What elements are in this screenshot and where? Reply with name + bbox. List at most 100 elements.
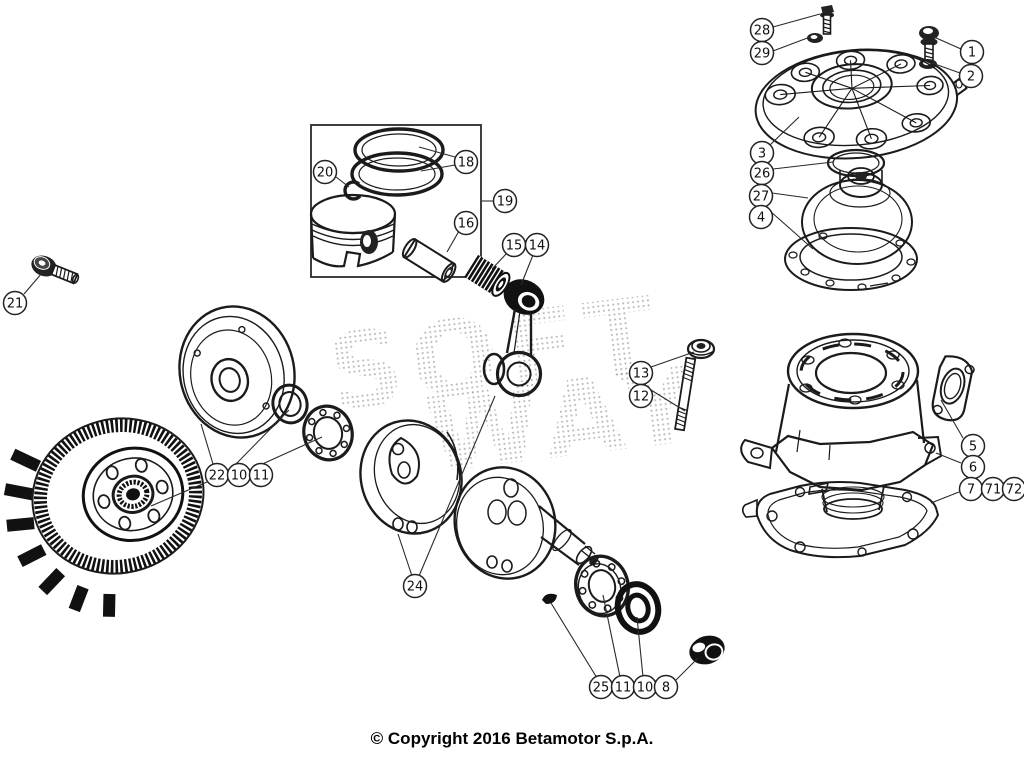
part-bolt-21 bbox=[31, 255, 80, 285]
watermark: SOFT WAY bbox=[321, 273, 712, 498]
leader-line bbox=[931, 62, 961, 74]
callout-14-conrod-small-end[interactable]: 14 bbox=[524, 232, 550, 258]
part-insert-flange bbox=[784, 227, 918, 291]
part-nut-13 bbox=[686, 338, 716, 360]
leader-line bbox=[520, 254, 534, 286]
part-crank-web-left bbox=[359, 419, 463, 535]
leader-line bbox=[602, 594, 621, 678]
leader-line bbox=[420, 164, 456, 172]
leader-line bbox=[418, 395, 496, 577]
callout-16-gudgeon-pin[interactable]: 16 bbox=[453, 210, 479, 236]
callout-71-base-gasket-variant[interactable]: 71 bbox=[980, 476, 1006, 502]
part-bearing-upper bbox=[302, 404, 354, 462]
svg-text:24: 24 bbox=[407, 580, 424, 595]
svg-text:15: 15 bbox=[506, 239, 523, 254]
part-woodruff-key bbox=[542, 593, 557, 604]
callout-22-clutch-basket[interactable]: 22 bbox=[204, 462, 230, 488]
svg-text:72: 72 bbox=[1006, 483, 1023, 498]
callout-25-woodruff-key[interactable]: 25 bbox=[588, 674, 614, 700]
callout-10-seal[interactable]: 10 bbox=[226, 462, 252, 488]
leader-line bbox=[636, 616, 644, 678]
part-piston bbox=[309, 193, 397, 268]
svg-text:21: 21 bbox=[7, 297, 24, 312]
leader-line bbox=[335, 176, 350, 188]
callout-11-bearing[interactable]: 11 bbox=[248, 462, 274, 488]
svg-text:14: 14 bbox=[529, 239, 546, 254]
part-circlip bbox=[343, 180, 362, 201]
part-o-ring bbox=[826, 148, 886, 178]
callout-6-cylinder[interactable]: 6 bbox=[960, 454, 986, 480]
leader-line bbox=[650, 351, 695, 368]
leader-line bbox=[23, 272, 43, 295]
svg-text:5: 5 bbox=[969, 440, 977, 455]
callout-18-piston-rings[interactable]: 18 bbox=[453, 149, 479, 175]
part-washer-29 bbox=[807, 33, 823, 43]
svg-text:11: 11 bbox=[615, 681, 632, 696]
callout-26-o-ring[interactable]: 26 bbox=[749, 160, 775, 186]
part-needle-bearing bbox=[464, 254, 511, 297]
part-cylinder-head-cover bbox=[754, 48, 968, 160]
svg-text:27: 27 bbox=[753, 190, 770, 205]
callout-7-base-gasket[interactable]: 7 bbox=[958, 476, 984, 502]
part-seal-upper bbox=[271, 383, 309, 425]
callout-2-washer[interactable]: 2 bbox=[958, 63, 984, 89]
callout-5-exhaust-flange[interactable]: 5 bbox=[960, 433, 986, 459]
part-base-gasket bbox=[741, 481, 940, 559]
callout-72-base-gasket-variant[interactable]: 72 bbox=[1001, 476, 1024, 502]
callout-27-head-insert[interactable]: 27 bbox=[748, 183, 774, 209]
svg-text:20: 20 bbox=[317, 166, 334, 181]
callout-28-screw[interactable]: 28 bbox=[749, 17, 775, 43]
leader-line bbox=[397, 533, 413, 577]
leader-line bbox=[491, 252, 508, 270]
svg-text:11: 11 bbox=[253, 469, 270, 484]
leader-line bbox=[935, 452, 962, 464]
callout-15-needle-bearing[interactable]: 15 bbox=[501, 232, 527, 258]
leader-line bbox=[772, 36, 811, 52]
svg-text:2: 2 bbox=[967, 70, 975, 85]
leader-line bbox=[771, 192, 809, 199]
svg-text:26: 26 bbox=[754, 167, 771, 182]
part-clutch-basket bbox=[3, 417, 205, 617]
part-stud-12 bbox=[674, 356, 697, 432]
leader-line bbox=[769, 116, 800, 146]
leader-line bbox=[550, 602, 598, 679]
leader-line bbox=[446, 230, 460, 253]
svg-text:6: 6 bbox=[969, 461, 977, 476]
part-flywheel bbox=[178, 305, 296, 439]
leader-line bbox=[150, 481, 208, 507]
leader-line bbox=[933, 36, 962, 50]
callout-12-stud[interactable]: 12 bbox=[628, 383, 654, 409]
part-gudgeon-pin bbox=[401, 237, 457, 283]
copyright-text: © Copyright 2016 Betamotor S.p.A. bbox=[370, 729, 654, 748]
callout-20-circlip[interactable]: 20 bbox=[312, 159, 338, 185]
callout-19-piston-kit[interactable]: 19 bbox=[492, 188, 518, 214]
callout-4-insert-flange[interactable]: 4 bbox=[748, 204, 774, 230]
callout-21-bolt[interactable]: 21 bbox=[2, 290, 28, 316]
svg-text:25: 25 bbox=[593, 681, 610, 696]
callout-11-bearing[interactable]: 11 bbox=[610, 674, 636, 700]
svg-text:13: 13 bbox=[633, 367, 650, 382]
callout-13-nut[interactable]: 13 bbox=[628, 360, 654, 386]
callout-1-bolt[interactable]: 1 bbox=[959, 39, 985, 65]
leader-line bbox=[234, 409, 290, 466]
svg-text:10: 10 bbox=[231, 469, 248, 484]
svg-text:7: 7 bbox=[967, 483, 975, 498]
svg-text:19: 19 bbox=[497, 195, 514, 210]
svg-text:3: 3 bbox=[758, 147, 766, 162]
piston-kit-box bbox=[310, 124, 482, 278]
part-crank-web-right bbox=[453, 466, 599, 580]
callout-24-crankshaft[interactable]: 24 bbox=[402, 573, 428, 599]
callout-10-seal[interactable]: 10 bbox=[632, 674, 658, 700]
part-nut-8 bbox=[689, 635, 725, 665]
callout-29-washer[interactable]: 29 bbox=[749, 40, 775, 66]
svg-text:18: 18 bbox=[458, 156, 475, 171]
leader-line bbox=[418, 146, 456, 158]
svg-text:8: 8 bbox=[662, 681, 670, 696]
part-piston-rings bbox=[350, 127, 445, 197]
callout-8-nut[interactable]: 8 bbox=[653, 674, 679, 700]
leader-line bbox=[257, 436, 323, 467]
part-seal-lower bbox=[614, 581, 662, 635]
